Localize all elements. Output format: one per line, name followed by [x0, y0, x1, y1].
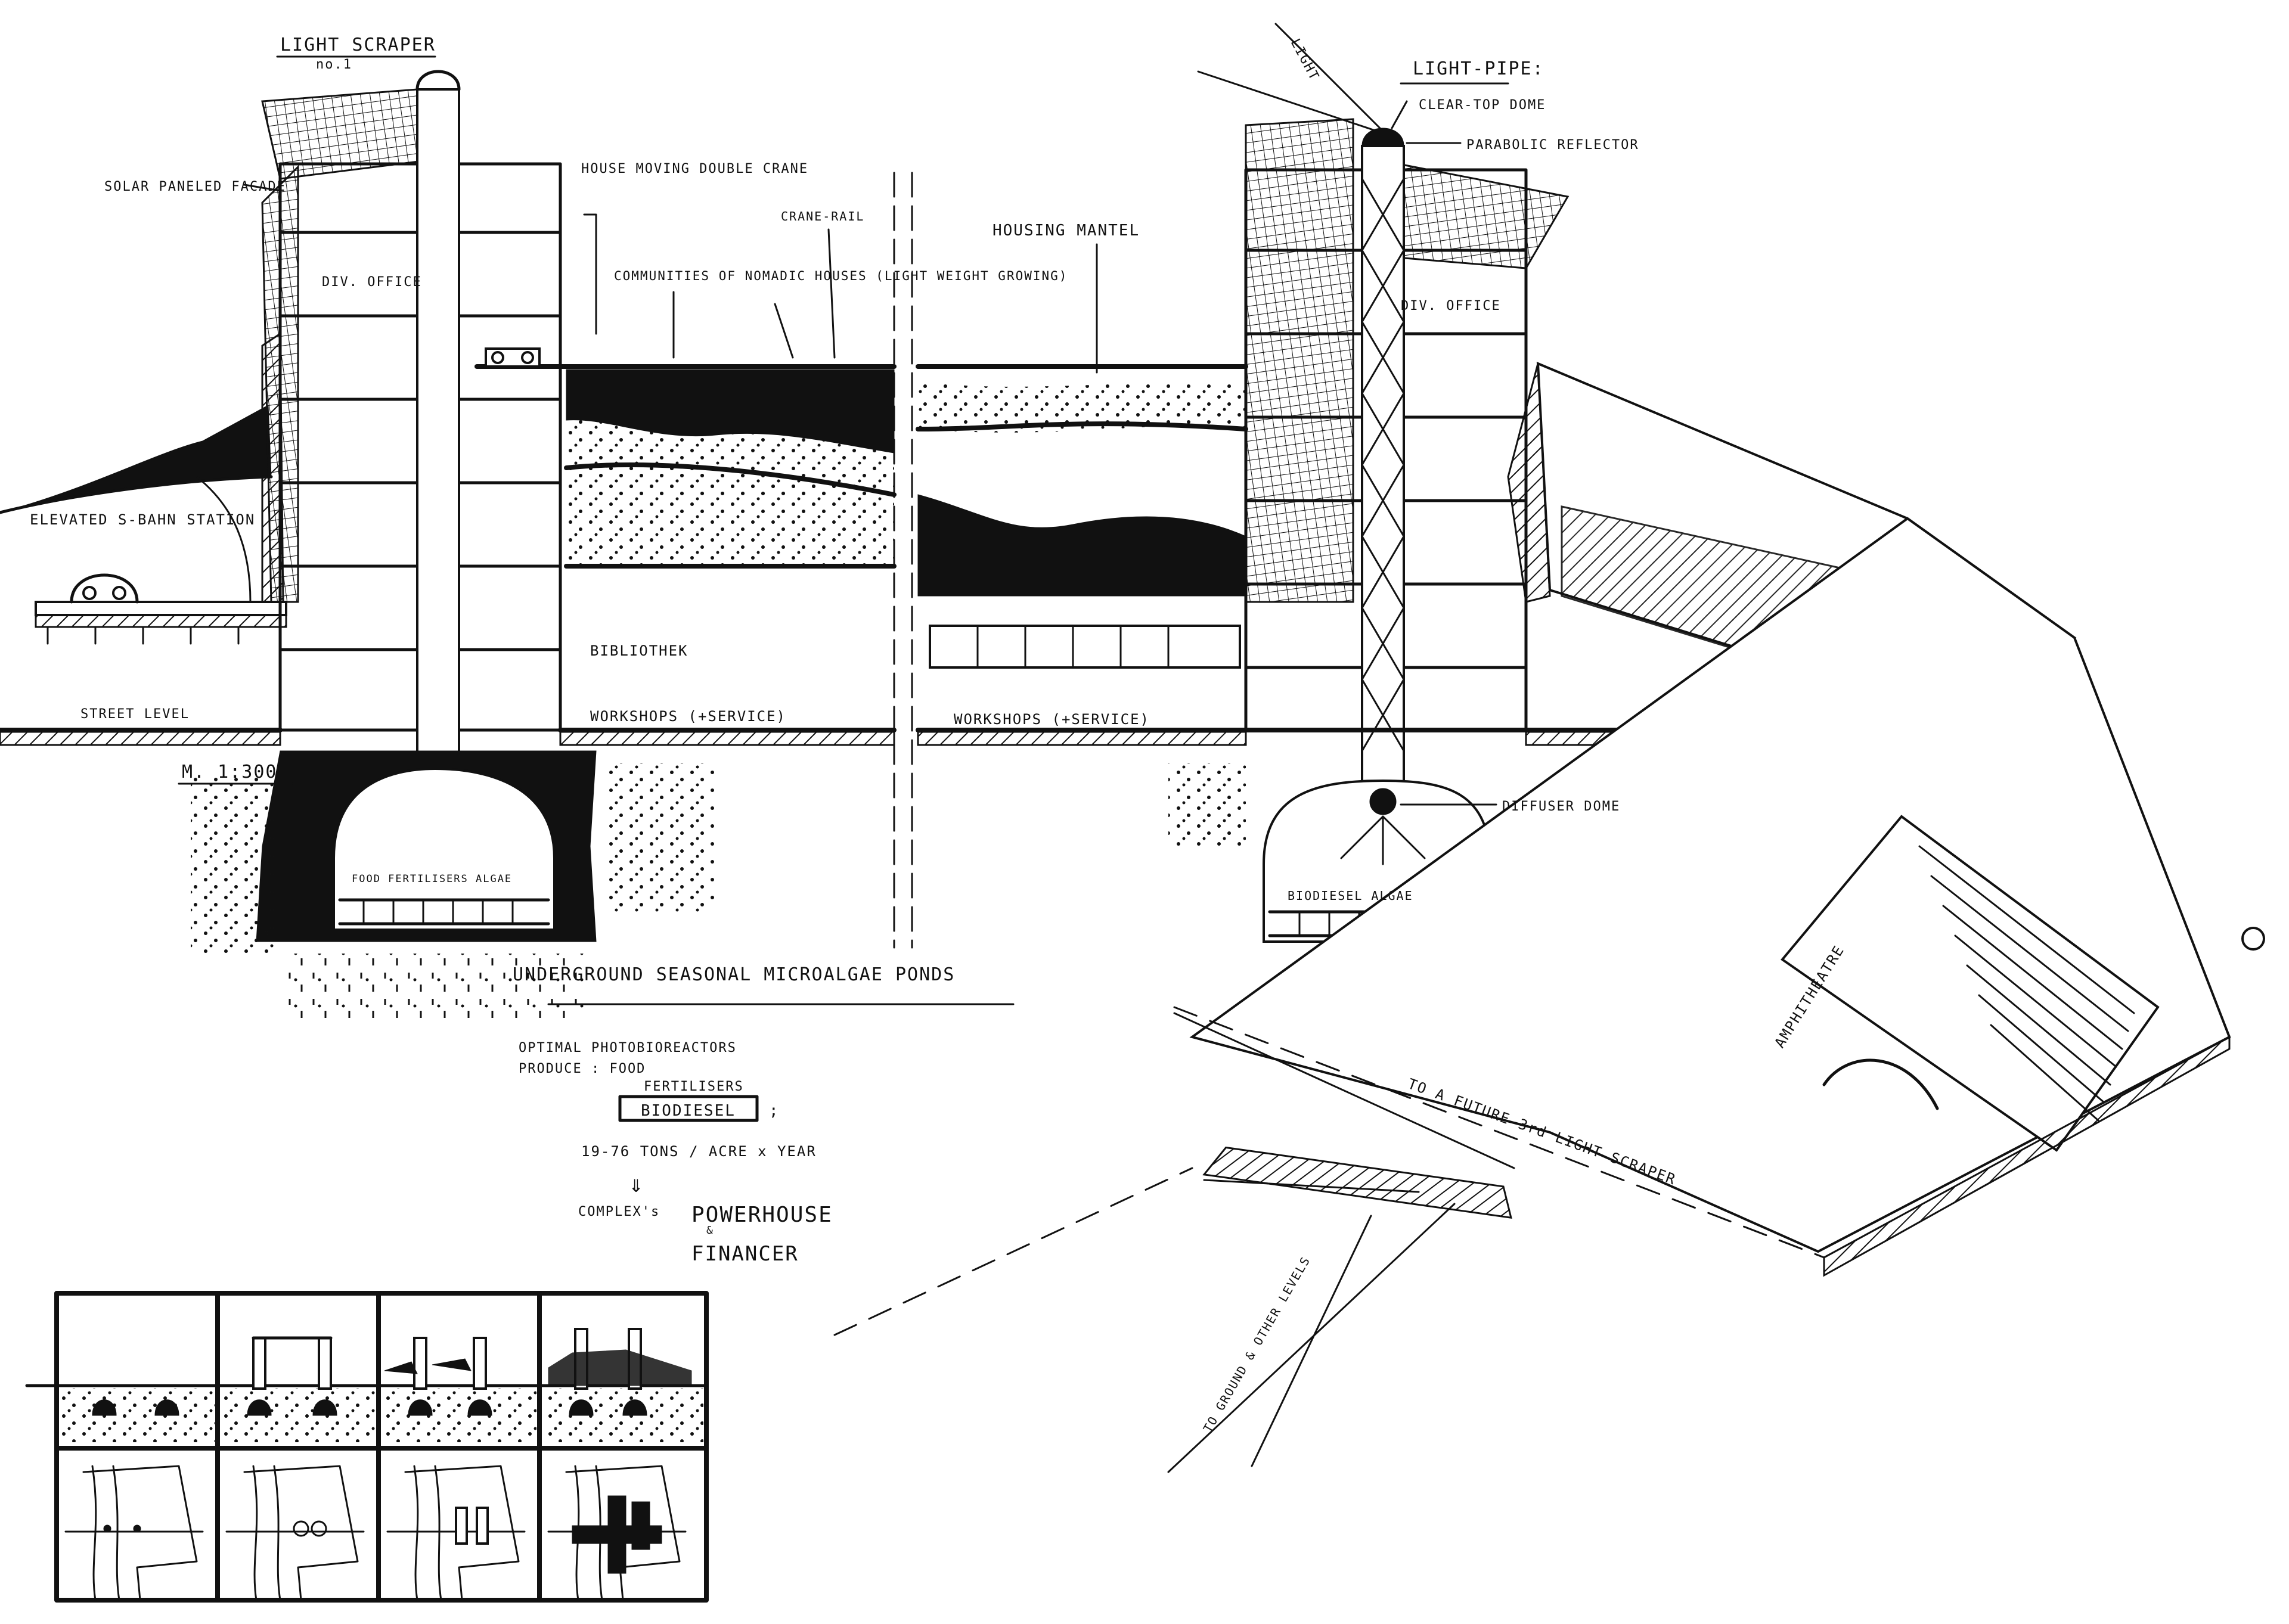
phase-3-section: [382, 1337, 536, 1442]
amphitheatre-box: [1781, 815, 2160, 1152]
title-light-scraper: LIGHT SCRAPER: [280, 35, 436, 55]
elevated-station-label: ELEVATED S-BAHN STATION: [30, 511, 255, 528]
phase-1-plan: [64, 1465, 204, 1601]
phase-1-section: [60, 1389, 215, 1442]
left-pipe-dome: [415, 70, 461, 91]
notes-line-3: FERTILISERS: [644, 1079, 744, 1094]
right-roof-panel: [1382, 160, 1570, 269]
left-div-office-label: DIV. OFFICE: [322, 275, 422, 290]
station-ramp: [196, 476, 252, 603]
pipe-crisscross-a: [1361, 178, 1405, 752]
street-level-label: STREET LEVEL: [80, 707, 190, 722]
earth-mound-left: [0, 405, 272, 513]
right-section: [833, 23, 2265, 1473]
workshop-cells: [929, 625, 1241, 669]
light-label: LIGHT: [1288, 36, 1322, 83]
left-section: [0, 70, 897, 1025]
soil-dots-left: [191, 775, 274, 954]
mound-outline: [0, 475, 273, 514]
to-ground-label: TO GROUND & OTHER LEVELS: [1201, 1254, 1313, 1435]
notes-complex: COMPLEX's: [578, 1204, 660, 1219]
s-bahn-station: [35, 573, 287, 645]
plaza-edge: [1823, 1035, 2231, 1277]
notes-yield: 19-76 TONS / ACRE x YEAR: [581, 1143, 817, 1160]
notes-financer: FINANCER: [691, 1242, 799, 1266]
amphitheatre-steps: [1918, 845, 2135, 1122]
light-pipe-title: LIGHT-PIPE:: [1413, 58, 1544, 79]
stair-hatch: [1202, 1146, 1512, 1219]
notes-line-1: OPTIMAL PHOTOBIOREACTORS: [519, 1041, 737, 1055]
phase-3-plan: [386, 1465, 526, 1601]
clear-top-dome: [1361, 128, 1404, 147]
scale-label: M. 1:300: [182, 762, 278, 782]
phase-2-section: [221, 1336, 376, 1442]
phase-2-plan: [225, 1465, 365, 1601]
right-solar-facade: [1245, 118, 1354, 603]
notes-arrow: ⇓: [629, 1170, 644, 1198]
pond-dome: [333, 767, 556, 931]
phase-grid-lines: [54, 1291, 709, 1603]
diffuser-dome-label: DIFFUSER DOME: [1502, 799, 1620, 814]
notes-ampersand: &: [706, 1224, 714, 1237]
phase-4-section: [542, 1328, 703, 1442]
bibliothek-label: BIBLIOTHEK: [590, 642, 688, 659]
communities-label: COMMUNITIES OF NOMADIC HOUSES (LIGHT WEI…: [614, 269, 1068, 283]
right-soil-dots: [1168, 763, 1246, 846]
underground-ponds-label: UNDERGROUND SEASONAL MICROALGAE PONDS: [513, 964, 955, 985]
diffuser-dome: [1369, 788, 1397, 815]
right-light-pipe: [1361, 145, 1405, 797]
phase-4-plan: [547, 1465, 687, 1601]
right-workshops-label: WORKSHOPS (+SERVICE): [954, 711, 1150, 728]
notes-boxed: BIODIESEL: [641, 1102, 736, 1120]
pond-contents-label: FOOD FERTILISERS ALGAE: [352, 873, 512, 885]
housing-fill-2: [566, 465, 894, 566]
parabolic-reflector-label: PARABOLIC REFLECTOR: [1466, 138, 1639, 153]
pipe-crisscross-b: [1361, 178, 1405, 752]
housing-mantel-label: HOUSING MANTEL: [992, 222, 1140, 240]
perspective-lines: [1167, 1012, 1515, 1473]
light-rays: [1197, 23, 1384, 132]
diffuser-rays: [1340, 815, 1426, 865]
house-moving-crane-label: HOUSE MOVING DOUBLE CRANE: [581, 162, 808, 176]
soil-lines-below: [286, 954, 584, 1025]
left-workshops-label: WORKSHOPS (+SERVICE): [590, 708, 786, 725]
biodiesel-algae-label: BIODIESEL ALGAE: [1288, 889, 1413, 903]
housing-stratum-right: [917, 494, 1246, 597]
crane-rail-label: CRANE-RAIL: [781, 209, 864, 223]
notes-line-2: PRODUCE : FOOD: [519, 1061, 646, 1076]
pond-trays: [338, 898, 550, 926]
amphitheatre-arch: [1822, 1058, 1939, 1110]
notes-powerhouse: POWERHOUSE: [691, 1203, 833, 1227]
phase-diagrams: [25, 1291, 709, 1603]
title-number: no.1: [316, 57, 352, 72]
dashed-axis: [833, 1006, 1825, 1336]
right-div-office-label: DIV. OFFICE: [1401, 299, 1501, 313]
soil-dots-right: [608, 763, 715, 912]
notes-boxed-suffix: ;: [769, 1102, 780, 1120]
clear-top-dome-label: CLEAR-TOP DOME: [1419, 98, 1546, 113]
balloon-mark: [2241, 927, 2265, 951]
left-light-pipe: [416, 88, 460, 800]
biodiesel-box: [618, 1095, 759, 1122]
